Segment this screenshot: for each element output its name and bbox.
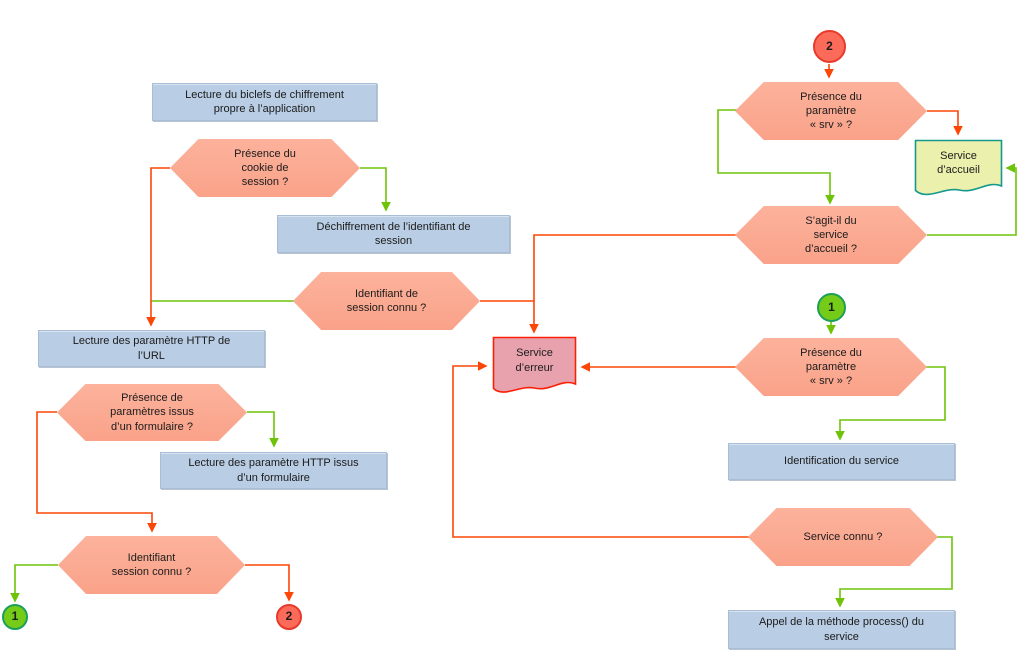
edge-sagit-no	[529, 234, 737, 334]
decision-service-connu-label: Service connu ?	[803, 530, 883, 543]
connector-2-top-right: 2	[813, 30, 846, 63]
connector-1-bottom-left: 1	[2, 604, 28, 630]
process-lecture-params-url-label: Lecture des paramètre HTTP de l’URL	[72, 335, 231, 362]
edge-form-params-no	[36, 411, 157, 533]
process-appel-process: Appel de la méthode process() du service	[728, 610, 955, 649]
process-appel-process-label: Appel de la méthode process() du service	[758, 616, 925, 643]
document-service-accueil-shape	[914, 139, 1003, 196]
connector-1-bottom-left-label: 1	[11, 609, 19, 624]
connector-2-bottom-left-label: 2	[285, 609, 293, 624]
process-lecture-params-formulaire: Lecture des paramètre HTTP issus d’un fo…	[160, 452, 387, 489]
process-lecture-biclefs: Lecture du biclefs de chiffrement propre…	[152, 83, 377, 121]
decision-sagit-service-accueil: S’agit-il du service d’accueil ?	[735, 206, 927, 264]
edge-id-session2-yes	[10, 564, 58, 603]
document-service-accueil: Service d’accueil	[914, 139, 1003, 197]
decision-identifiant-session-connu: Identifiant de session connu ?	[293, 272, 480, 330]
decision-identifiant-session-connu-label: Identifiant de session connu ?	[346, 287, 427, 314]
process-dechiffrement: Déchiffrement de l’identifiant de sessio…	[277, 215, 510, 253]
process-lecture-params-url: Lecture des paramètre HTTP de l’URL	[38, 330, 265, 367]
edge-srv-haut-yes	[717, 109, 835, 205]
process-lecture-biclefs-label: Lecture du biclefs de chiffrement propre…	[185, 88, 344, 115]
edge-service-connu-no	[452, 361, 749, 538]
edge-cookie-no	[146, 167, 170, 327]
decision-presence-params-formulaire-label: Présence de paramètres issus d’un formul…	[110, 392, 194, 433]
document-service-erreur-label: Service d’erreur	[515, 347, 554, 374]
edge-form-params-yes	[247, 411, 279, 448]
decision-presence-srv-haut-label: Présence du paramètre « srv » ?	[800, 90, 862, 132]
connector-2-bottom-left: 2	[276, 604, 302, 630]
edge-sagit-yes	[927, 163, 1017, 236]
edge-srv-haut-no	[927, 110, 963, 136]
process-lecture-params-formulaire-label: Lecture des paramètre HTTP issus d’un fo…	[188, 457, 359, 484]
edge-srv-bas-yes	[835, 366, 946, 441]
edge-service-connu-yes	[835, 536, 953, 608]
decision-identifiant-session-connu-2: Identifiant session connu ?	[58, 536, 245, 594]
document-service-accueil-label: Service d’accueil	[937, 149, 980, 176]
process-identification-service-label: Identification du service	[784, 455, 899, 468]
connector-1-right-label: 1	[828, 299, 835, 314]
decision-identifiant-session-connu-2-label: Identifiant session connu ?	[111, 551, 192, 578]
decision-presence-srv-bas-label: Présence du paramètre « srv » ?	[800, 346, 862, 388]
decision-presence-srv-bas: Présence du paramètre « srv » ?	[735, 338, 927, 396]
document-service-erreur-shape	[492, 336, 577, 393]
edge-id-session2-no	[245, 564, 294, 602]
decision-presence-cookie: Présence du cookie de session ?	[170, 139, 360, 197]
document-service-erreur: Service d’erreur	[492, 336, 577, 395]
connector-2-top-right-label: 2	[826, 38, 833, 53]
process-dechiffrement-label: Déchiffrement de l’identifiant de sessio…	[316, 220, 471, 247]
decision-service-connu: Service connu ?	[748, 508, 938, 566]
process-identification-service: Identification du service	[728, 443, 955, 480]
decision-presence-cookie-label: Présence du cookie de session ?	[234, 147, 296, 189]
decision-presence-params-formulaire: Présence de paramètres issus d’un formul…	[57, 384, 247, 441]
decision-sagit-service-accueil-label: S’agit-il du service d’accueil ?	[805, 214, 857, 256]
connector-1-right: 1	[817, 293, 846, 322]
decision-presence-srv-haut: Présence du paramètre « srv » ?	[735, 82, 927, 140]
edge-cookie-yes	[360, 167, 391, 212]
